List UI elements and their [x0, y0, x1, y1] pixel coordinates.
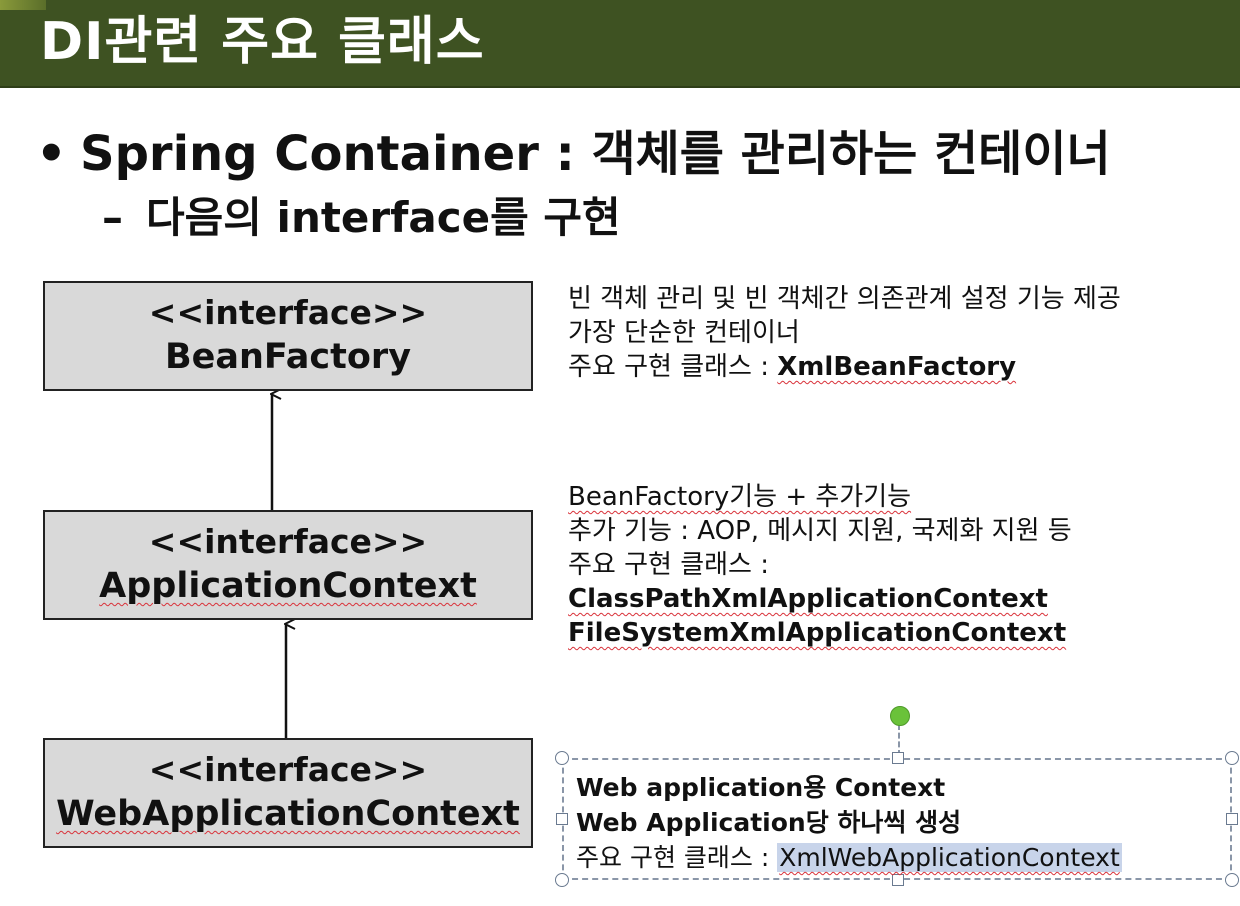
desc-line: Web Application당 하나씩 생성	[576, 808, 962, 837]
title-bar-corner-decoration	[0, 0, 46, 10]
resize-handle-top-left[interactable]	[555, 751, 569, 765]
resize-handle-top-right[interactable]	[1225, 751, 1239, 765]
desc-label: 주요 구현 클래스 :	[568, 352, 778, 382]
desc-line: Web application용 Context	[576, 773, 946, 802]
impl-class-name: XmlBeanFactory	[777, 352, 1017, 382]
desc-line: 주요 구현 클래스 :	[568, 550, 769, 580]
desc-line: 주요 구현 클래스 : XmlWebApplicationContext	[576, 840, 1122, 875]
bullet-dot: •	[36, 126, 67, 182]
interface-box-applicationcontext[interactable]: <<interface>> ApplicationContext	[43, 510, 533, 620]
resize-handle-right[interactable]	[1226, 813, 1238, 825]
bullet-level2[interactable]: –다음의 interface를 구현	[102, 184, 621, 245]
desc-line: 추가 기능 : AOP, 메시지 지원, 국제화 지원 등	[568, 516, 1072, 546]
interface-name: ApplicationContext	[99, 566, 477, 606]
resize-handle-bottom-right[interactable]	[1225, 873, 1239, 887]
bullet-level1-text: Spring Container : 객체를 관리하는 컨테이너	[80, 126, 1111, 182]
interface-name: BeanFactory	[164, 337, 412, 377]
impl-class-name: FileSystemXmlApplicationContext	[568, 618, 1067, 648]
desc-line: 빈 객체 관리 및 빈 객체간 의존관계 설정 기능 제공	[568, 284, 1121, 314]
slide-title-bar: DI관련 주요 클래스	[0, 0, 1240, 88]
resize-handle-bottom[interactable]	[892, 874, 904, 886]
resize-handle-top[interactable]	[892, 752, 904, 764]
stereotype-label: <<interface>>	[148, 293, 428, 332]
beanfactory-description[interactable]: 빈 객체 관리 및 빈 객체간 의존관계 설정 기능 제공 가장 단순한 컨테이…	[568, 282, 1121, 384]
stereotype-label: <<interface>>	[148, 750, 428, 789]
webapplicationcontext-description[interactable]: Web application용 Context Web Application…	[576, 770, 1122, 875]
rotation-handle-connector	[898, 724, 900, 756]
bullet-level1[interactable]: •Spring Container : 객체를 관리하는 컨테이너	[36, 114, 1111, 184]
desc-line: 가장 단순한 컨테이너	[568, 318, 800, 348]
impl-class-name: ClassPathXmlApplicationContext	[568, 584, 1048, 614]
interface-name: WebApplicationContext	[56, 794, 520, 834]
desc-line: BeanFactory기능 + 추가기능	[568, 482, 912, 512]
resize-handle-left[interactable]	[556, 813, 568, 825]
applicationcontext-description[interactable]: BeanFactory기능 + 추가기능 추가 기능 : AOP, 메시지 지원…	[568, 480, 1072, 650]
bullet-dash: –	[102, 193, 123, 242]
desc-label: 주요 구현 클래스 :	[576, 843, 778, 872]
slide-title: DI관련 주요 클래스	[40, 12, 485, 72]
impl-class-name-selected[interactable]: XmlWebApplicationContext	[777, 843, 1122, 872]
rotation-handle-icon[interactable]	[890, 706, 910, 726]
stereotype-label: <<interface>>	[148, 522, 428, 561]
desc-line: 주요 구현 클래스 : XmlBeanFactory	[568, 350, 1121, 384]
bullet-level2-text: 다음의 interface를 구현	[146, 193, 621, 242]
interface-box-beanfactory[interactable]: <<interface>> BeanFactory	[43, 281, 533, 391]
resize-handle-bottom-left[interactable]	[555, 873, 569, 887]
interface-box-webapplicationcontext[interactable]: <<interface>> WebApplicationContext	[43, 738, 533, 848]
